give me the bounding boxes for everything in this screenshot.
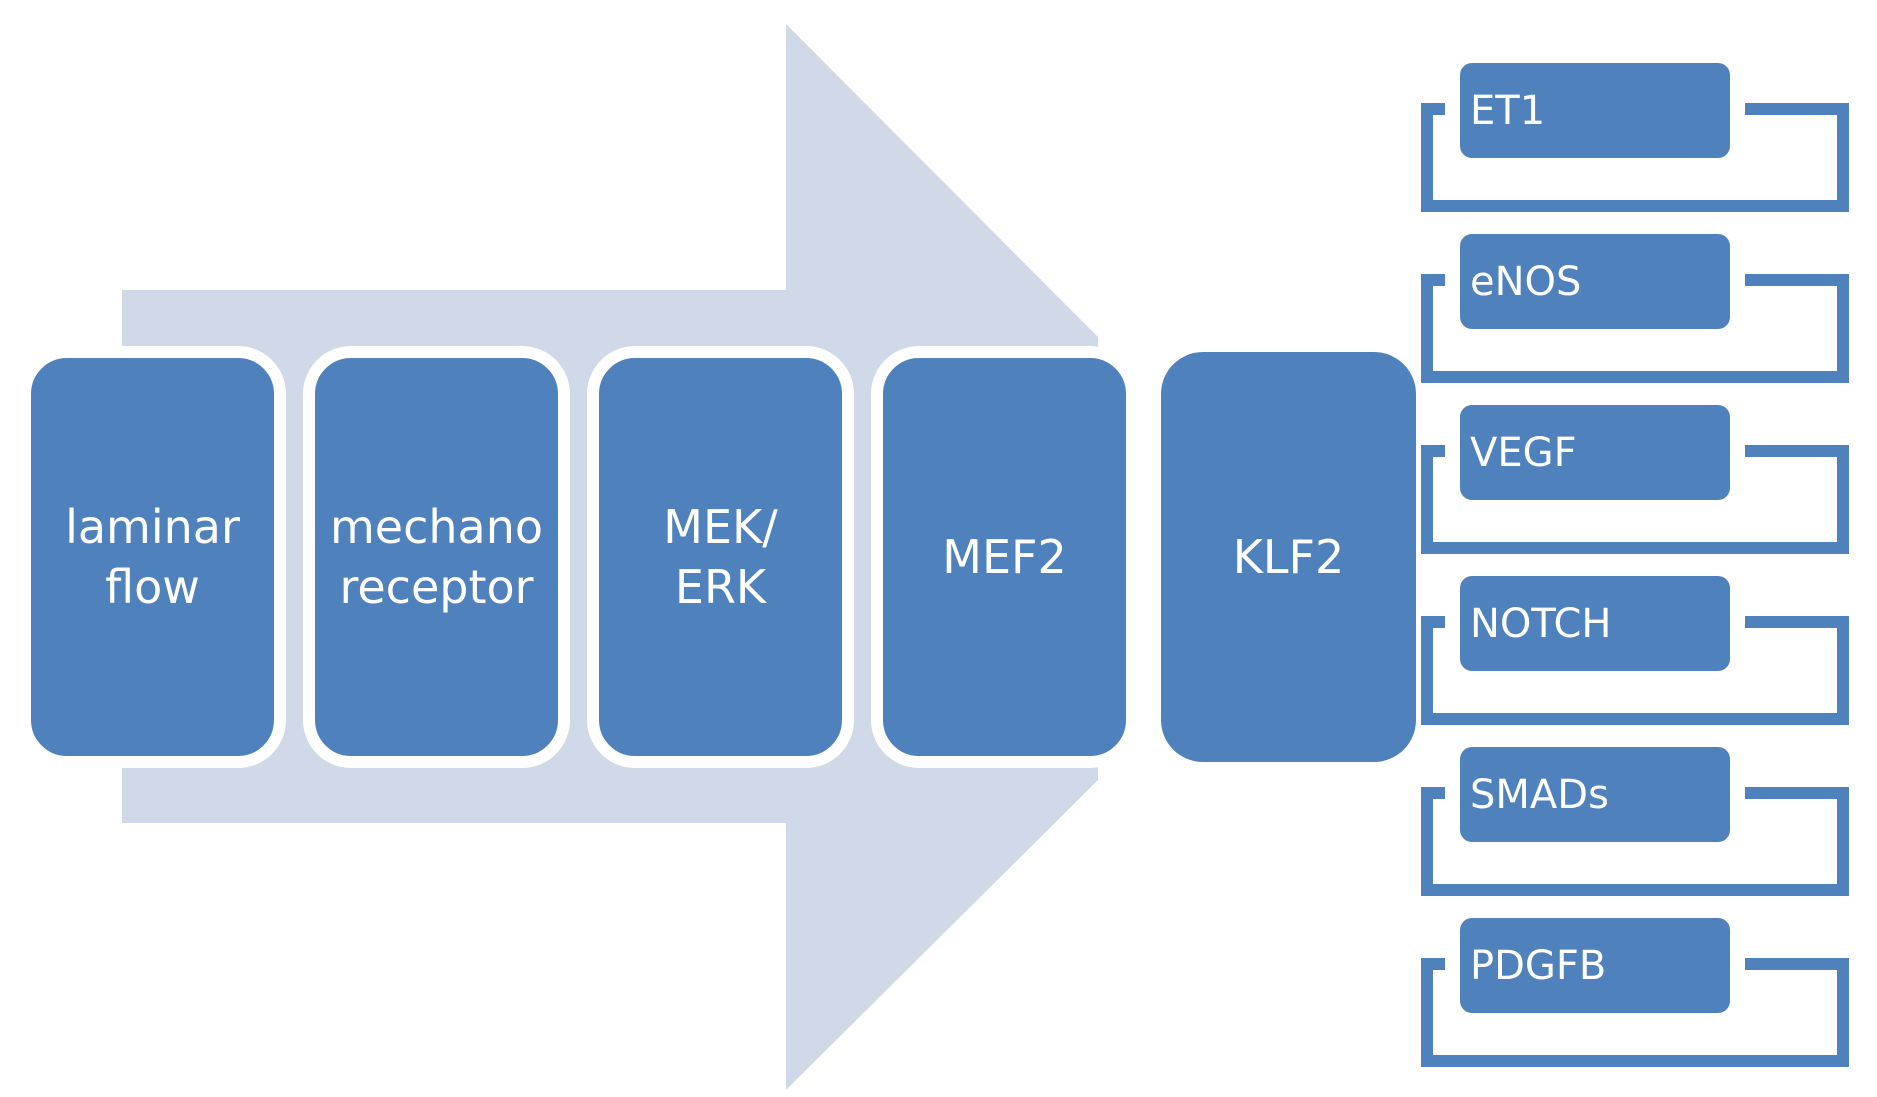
- target-box: [1460, 747, 1730, 842]
- target-label: PDGFB: [1470, 943, 1606, 989]
- target-label: NOTCH: [1470, 601, 1612, 647]
- pathway-node-label: mechano: [330, 500, 543, 554]
- target-item-et1: ET1: [1421, 63, 1849, 212]
- target-bracket: [1421, 616, 1849, 725]
- target-label: eNOS: [1470, 259, 1581, 305]
- target-item-pdgfb: PDGFB: [1421, 918, 1849, 1067]
- target-bracket: [1421, 274, 1849, 383]
- target-box: [1460, 576, 1730, 671]
- target-bracket: [1421, 445, 1849, 554]
- target-item-notch: NOTCH: [1421, 576, 1849, 725]
- target-label: SMADs: [1470, 772, 1609, 818]
- target-label: VEGF: [1470, 430, 1577, 476]
- pathway-node-box: [871, 346, 1138, 768]
- target-box: [1460, 63, 1730, 158]
- target-label: ET1: [1470, 88, 1545, 134]
- pathway-node-box: [303, 346, 570, 768]
- pathway-node-label: laminar: [65, 500, 240, 554]
- pathway-node-mef2: MEF2: [871, 346, 1138, 768]
- pathway-node-label: receptor: [339, 560, 533, 614]
- target-box: [1460, 405, 1730, 500]
- pathway-node-laminar-flow: laminar flow: [19, 346, 286, 768]
- pathway-node-label: flow: [105, 560, 200, 614]
- pathway-node-box: [587, 346, 854, 768]
- target-bracket: [1421, 958, 1849, 1067]
- pathway-node-box: [19, 346, 286, 768]
- pathway-node-mek-erk: MEK/ERK: [587, 346, 854, 768]
- pathway-node-box: [1161, 352, 1416, 762]
- pathway-node-mechanoreceptor: mechano receptor: [303, 346, 570, 768]
- pathway-node-klf2: KLF2: [1161, 352, 1416, 762]
- target-item-smads: SMADs: [1421, 747, 1849, 896]
- target-box: [1460, 234, 1730, 329]
- target-item-vegf: VEGF: [1421, 405, 1849, 554]
- target-bracket: [1421, 787, 1849, 896]
- pathway-node-label: ERK: [675, 560, 768, 614]
- target-box: [1460, 918, 1730, 1013]
- pathway-node-label: MEK/: [663, 500, 778, 554]
- pathway-node-label: KLF2: [1233, 530, 1345, 584]
- pathway-nodes: laminar flow mechano receptor MEK/ERK MEF2 KLF…: [19, 346, 1416, 768]
- target-item-enos: eNOS: [1421, 234, 1849, 383]
- pathway-node-label: MEF2: [942, 530, 1066, 584]
- target-bracket: [1421, 103, 1849, 212]
